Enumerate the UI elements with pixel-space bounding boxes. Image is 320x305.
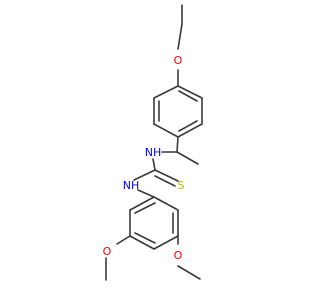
atom-label-o-methoxy-right: O [174, 249, 183, 262]
bond-c-s-1 [154, 169, 179, 182]
bond-ch-methyl [176, 151, 199, 165]
bond-ring2-o-left [116, 235, 131, 245]
bond-ring1-inner3 [178, 90, 198, 102]
atom-labels: O NH S NH O O [103, 54, 185, 262]
bond-ring1-a [153, 85, 179, 99]
bond-c-nh-lower [133, 169, 156, 181]
bond-nh-c [152, 158, 156, 171]
atom-label-o-ethoxy: O [174, 54, 183, 67]
structure-canvas: O NH S NH O O [103, 4, 203, 281]
bond-ring2-inner1 [134, 202, 156, 214]
molecule-structure: O NH S NH O O [103, 4, 203, 281]
bond-ring1-inner2 [178, 120, 198, 132]
atom-label-nh-upper: NH [145, 146, 162, 159]
bond-ring1-f [177, 85, 203, 99]
atom-label-nh-lower: NH [123, 179, 140, 192]
bond-ring1-c [153, 123, 179, 138]
bond-ring2-c [129, 235, 155, 250]
bond-ring2-a [129, 196, 155, 211]
bond-nh-ring2 [137, 189, 155, 198]
bonds [105, 4, 203, 281]
bond-ring2-f [153, 196, 179, 211]
atom-label-s: S [178, 179, 185, 192]
bond-c-s-2 [154, 175, 176, 187]
bond-ring2-d [153, 235, 179, 250]
bond-ring2-inner2 [134, 232, 156, 244]
bond-o-right-me [177, 265, 201, 280]
bond-ring1-d [177, 123, 203, 138]
atom-label-o-methoxy-left: O [103, 245, 112, 258]
bond-ethyl-co [177, 23, 183, 50]
bond-ring-ch [176, 136, 179, 153]
